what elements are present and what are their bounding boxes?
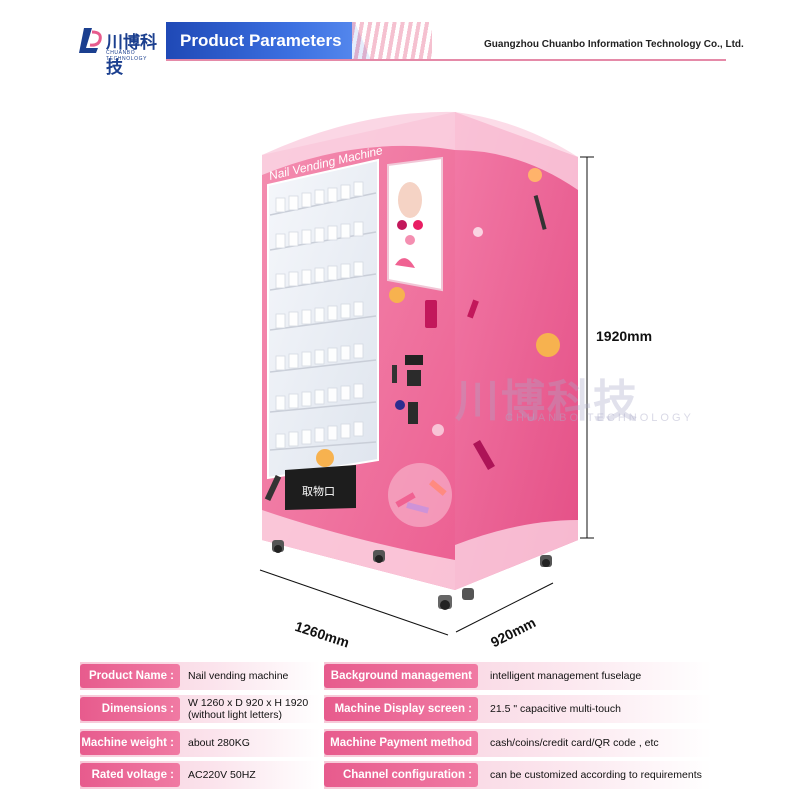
height-dimension-label: 1920mm	[596, 328, 653, 344]
param-label: Machine weight :	[80, 731, 180, 755]
param-label: Dimensions :	[80, 697, 180, 721]
param-label: Product Name :	[80, 664, 180, 688]
param-row: Machine weight : about 280KG Machine Pay…	[80, 729, 712, 773]
machine-side-panel	[455, 112, 578, 590]
param-value: can be customized according to requireme…	[490, 769, 702, 781]
watermark-chinese: 川博科技	[455, 376, 639, 427]
param-value: about 280KG	[188, 737, 250, 749]
param-value: AC220V 50HZ	[188, 769, 256, 781]
param-row: Rated voltage : AC220V 50HZ Channel conf…	[80, 761, 712, 789]
pickup-slot	[285, 465, 356, 510]
param-row: Product Name : Nail vending machine Back…	[80, 662, 712, 706]
touch-screen	[387, 156, 443, 292]
logo-chinese-text: 川博科技	[106, 33, 157, 78]
param-label: Background management :	[324, 664, 478, 706]
machine-base	[272, 540, 552, 610]
title-underline	[166, 59, 726, 61]
payment-module	[392, 355, 423, 424]
vending-machine-illustration: Nail Vending Machine 取物口	[259, 111, 594, 636]
param-row: Dimensions : W 1260 x D 920 x H 1920 (wi…	[80, 695, 712, 723]
param-label: Machine Display screen :	[324, 697, 478, 721]
product-boxes	[275, 181, 364, 449]
decorations	[264, 287, 452, 527]
param-value: W 1260 x D 920 x H 1920 (without light l…	[188, 697, 309, 721]
logo-mark-icon	[79, 28, 102, 53]
product-shelves	[269, 192, 377, 451]
title-bar: Product Parameters Guangzhou Chuanbo Inf…	[166, 22, 796, 61]
param-value: Nail vending machine	[188, 670, 289, 682]
watermark-english: CHUANBO TECHNOLOGY	[505, 412, 694, 424]
company-logo: 川博科技 CHUANBO TECHNOLOGY	[78, 24, 168, 78]
title-pill	[166, 22, 371, 60]
param-value: 21.5 " capacitive multi-touch	[490, 703, 621, 715]
param-label: Rated voltage :	[80, 763, 180, 787]
dimension-lines	[259, 156, 594, 636]
param-value: intelligent management fuselage	[490, 670, 642, 682]
company-name: Guangzhou Chuanbo Information Technology…	[484, 39, 744, 50]
param-value: cash/coins/credit card/QR code , etc	[490, 737, 659, 749]
pickup-label: 取物口	[302, 484, 335, 498]
logo-english-text: CHUANBO TECHNOLOGY	[106, 50, 148, 62]
parameters-table: Product Name : Nail vending machine Back…	[80, 660, 712, 800]
param-label: Machine Payment method :	[324, 731, 478, 773]
header: 川博科技 CHUANBO TECHNOLOGY Product Paramete…	[0, 0, 800, 78]
param-label: Channel configuration :	[324, 763, 478, 787]
title-stripes	[352, 22, 432, 60]
page-title: Product Parameters	[180, 31, 342, 50]
